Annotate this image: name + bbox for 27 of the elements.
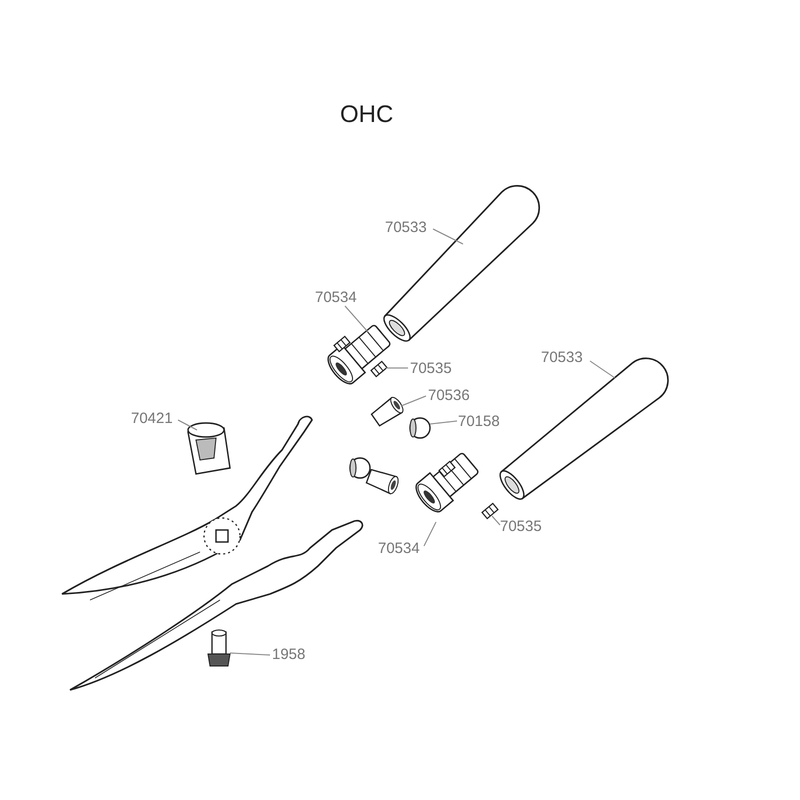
handle-drawing — [383, 185, 540, 342]
leader-line — [230, 652, 270, 656]
bolt-drawing — [207, 630, 231, 666]
leader-line — [178, 420, 198, 430]
leader-line — [492, 516, 500, 526]
diagram-title: OHC — [340, 100, 394, 130]
part-number: 70535 — [500, 518, 542, 536]
leader-line — [344, 306, 368, 332]
leader-line — [424, 522, 436, 546]
part-number: 70536 — [428, 387, 470, 405]
leader-line — [590, 360, 616, 378]
leader-line — [432, 228, 464, 244]
leader-line — [400, 396, 426, 406]
ferrule-drawing — [415, 452, 480, 512]
part-number: 70533 — [385, 219, 427, 237]
part-number: 1958 — [272, 646, 306, 664]
part-number: 70533 — [541, 349, 583, 367]
part-number: 70421 — [131, 410, 173, 428]
part-number: 70534 — [315, 289, 357, 307]
ferrule-drawing — [327, 324, 392, 384]
part-number: 70535 — [410, 360, 452, 378]
leader-line — [430, 420, 458, 424]
part-number: 70534 — [378, 540, 420, 558]
cap-drawing — [409, 417, 431, 439]
part-number: 70158 — [458, 413, 500, 431]
knob-drawing — [187, 422, 231, 475]
sleeve-drawing — [370, 396, 404, 427]
